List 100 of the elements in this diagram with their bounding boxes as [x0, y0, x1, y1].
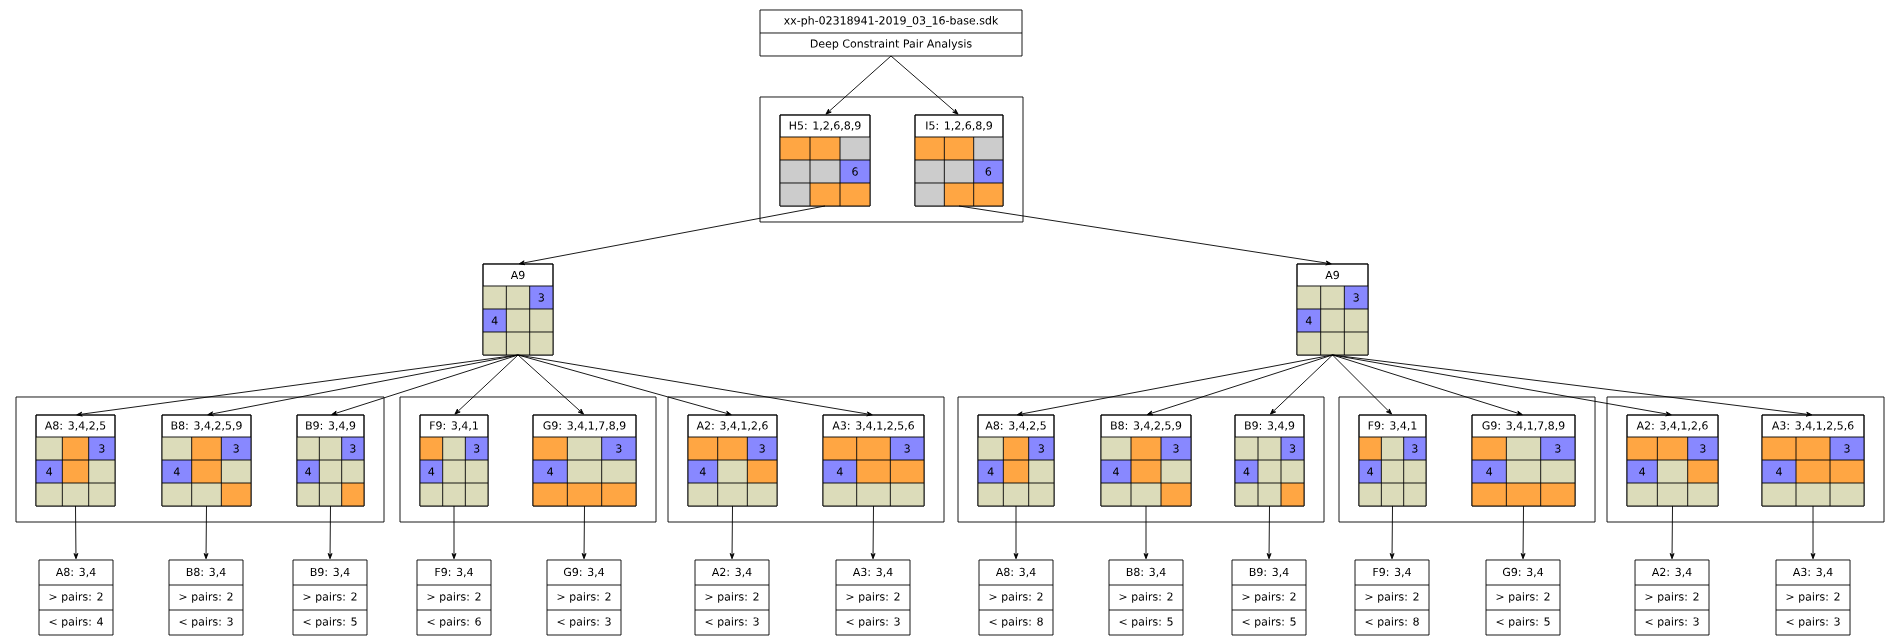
field-text: > pairs: 2 [427, 592, 481, 603]
field-text: G9: 3,4 [563, 567, 605, 578]
field-text: < pairs: 3 [179, 617, 233, 628]
field-text: < pairs: 6 [427, 617, 481, 628]
field-text: > pairs: 2 [1645, 592, 1699, 603]
arrow [1143, 505, 1149, 560]
cell-number: 3 [759, 444, 765, 453]
arrow [1389, 505, 1395, 560]
cluster-frame [15, 396, 385, 523]
arrow [203, 505, 209, 560]
field-text: > pairs: 2 [989, 592, 1043, 603]
cell-number: 3 [233, 444, 239, 453]
field-text: < pairs: 5 [303, 617, 357, 628]
field-text: < pairs: 3 [1786, 617, 1840, 628]
cell-number: 4 [699, 467, 706, 476]
arrow [825, 55, 892, 115]
grid-header: A2: 3,4,1,2,6 [696, 421, 768, 431]
field-text: > pairs: 2 [49, 592, 103, 603]
arrow [518, 205, 826, 266]
cell-number: 3 [1555, 444, 1561, 453]
arrow [1520, 505, 1526, 560]
arrow [1332, 354, 1393, 415]
field-text: < pairs: 3 [1645, 617, 1699, 628]
cell-number: 3 [1038, 444, 1044, 453]
arrow [1013, 505, 1019, 560]
cluster-frame [759, 96, 1024, 223]
cell-number: 3 [350, 444, 356, 453]
cell-number: 3 [904, 444, 910, 453]
cell-number: 4 [305, 467, 312, 476]
field-text: > pairs: 2 [1786, 592, 1840, 603]
arrow [581, 505, 587, 560]
cell-number: 3 [538, 293, 544, 302]
grid-header: H5: 1,2,6,8,9 [789, 121, 861, 131]
field-text: xx-ph-02318941-2019_03_16-base.sdk [784, 16, 999, 27]
cell-number: 4 [46, 467, 53, 476]
arrow [870, 505, 876, 560]
cell-number: 4 [1305, 316, 1312, 325]
cell-number: 3 [1412, 444, 1418, 453]
field-text: B8: 3,4 [1126, 567, 1166, 578]
arrow [454, 354, 519, 415]
field-text: > pairs: 2 [1242, 592, 1296, 603]
field-text: A3: 3,4 [1792, 567, 1833, 578]
field-text: > pairs: 2 [846, 592, 900, 603]
cell-number: 3 [474, 444, 480, 453]
cell-number: 4 [1113, 467, 1119, 476]
cluster-frame [667, 396, 945, 523]
field-text: G9: 3,4 [1502, 567, 1544, 578]
cell-number: 4 [1639, 467, 1646, 476]
cell-number: 3 [1353, 293, 1359, 302]
cell-number: 4 [173, 467, 180, 476]
field-text: B8: 3,4 [186, 567, 226, 578]
arrow [1669, 505, 1675, 560]
arrow [958, 205, 1332, 266]
grid-header: A3: 3,4,1,2,5,6 [1771, 421, 1854, 431]
arrow [1810, 505, 1816, 560]
grid-header: A8: 3,4,2,5 [44, 421, 106, 431]
cell-number: 3 [616, 444, 622, 453]
cell-number: 4 [491, 316, 498, 325]
field-text: > pairs: 2 [557, 592, 611, 603]
arrow [517, 354, 873, 417]
grid-header: F9: 3,4,1 [430, 421, 478, 431]
field-text: A8: 3,4 [995, 567, 1036, 578]
arrow [1332, 354, 1523, 416]
cell-number: 4 [1367, 467, 1374, 476]
cell-number: 3 [1289, 444, 1296, 453]
grid-header: G9: 3,4,1,7,8,9 [543, 421, 626, 431]
field-text: < pairs: 3 [557, 617, 611, 628]
field-text: > pairs: 2 [705, 592, 759, 603]
arrow [331, 354, 519, 416]
cell-number: 4 [1776, 467, 1782, 476]
cluster-frame [399, 396, 657, 523]
cell-number: 4 [987, 467, 994, 476]
arrow [890, 55, 959, 115]
cell-number: 4 [836, 467, 843, 476]
field-text: < pairs: 5 [1242, 617, 1296, 628]
field-text: > pairs: 2 [1365, 592, 1419, 603]
cell-number: 4 [547, 467, 554, 476]
grid-header: F9: 3,4,1 [1368, 421, 1417, 431]
grid-header: A2: 3,4,1,2,6 [1636, 421, 1708, 431]
cell-number: 3 [1844, 444, 1850, 453]
field-text: A3: 3,4 [852, 567, 893, 578]
grid-header: G9: 3,4,1,7,8,9 [1482, 421, 1565, 431]
field-text: < pairs: 4 [49, 617, 103, 628]
arrow [327, 505, 333, 560]
arrow [1266, 505, 1272, 560]
field-text: > pairs: 2 [179, 592, 233, 603]
cell-number: 3 [99, 444, 105, 453]
field-text: F9: 3,4 [435, 567, 473, 578]
field-text: A2: 3,4 [1651, 567, 1692, 578]
arrow [517, 354, 584, 415]
field-text: B9: 3,4 [310, 567, 350, 578]
field-text: < pairs: 8 [989, 617, 1043, 628]
arrow [73, 505, 79, 560]
grid-header: A3: 3,4,1,2,5,6 [832, 421, 914, 431]
cell-number: 3 [1173, 444, 1179, 453]
cluster-frame [1606, 396, 1885, 523]
field-text: Deep Constraint Pair Analysis [810, 39, 972, 50]
field-text: > pairs: 2 [1119, 592, 1173, 603]
grid-header: I5: 1,2,6,8,9 [926, 121, 992, 131]
field-text: A8: 3,4 [55, 567, 96, 578]
